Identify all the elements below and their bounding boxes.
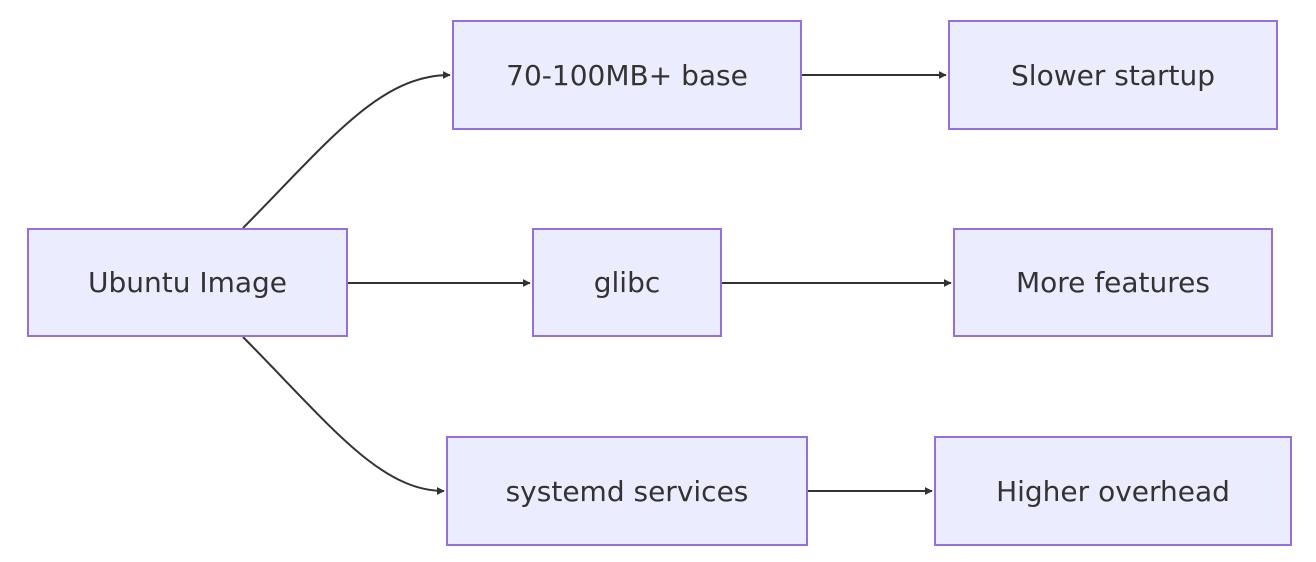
node-label: 70-100MB+ base <box>506 58 748 92</box>
node-label: More features <box>1016 266 1210 299</box>
node-systemd-services: systemd services <box>446 436 808 546</box>
node-higher-overhead: Higher overhead <box>934 436 1292 546</box>
node-slower-startup: Slower startup <box>948 20 1278 130</box>
node-label: systemd services <box>505 474 749 508</box>
node-label: Higher overhead <box>996 474 1230 508</box>
node-glibc: glibc <box>532 228 722 337</box>
node-label: Ubuntu Image <box>87 266 288 299</box>
node-label: Slower startup <box>1011 58 1215 92</box>
node-label: glibc <box>593 266 661 299</box>
edge-ubuntu-to-base <box>242 71 451 229</box>
node-more-features: More features <box>953 228 1273 337</box>
edge-ubuntu-to-systemd <box>242 336 445 495</box>
node-ubuntu-image: Ubuntu Image <box>27 228 348 337</box>
node-base-size: 70-100MB+ base <box>452 20 802 130</box>
